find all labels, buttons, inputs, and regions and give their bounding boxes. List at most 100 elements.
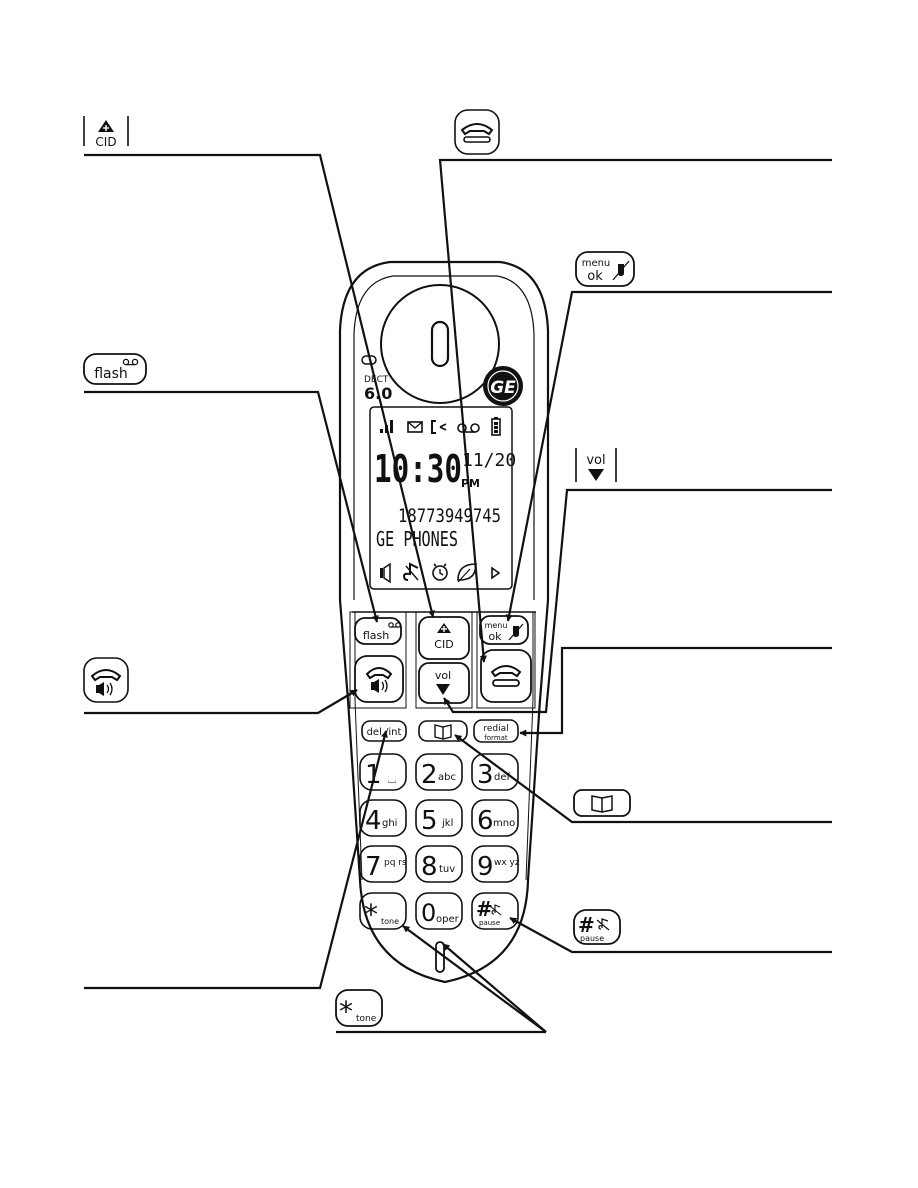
ringer-off-icon xyxy=(402,562,419,581)
key-8[interactable]: 8 tuv xyxy=(415,845,463,883)
lcd-ampm: PM xyxy=(461,477,480,490)
ok-key-label: ok xyxy=(488,630,502,643)
alarm-clock-icon xyxy=(432,563,448,581)
key-letters: pause xyxy=(479,919,500,927)
leader-vol xyxy=(443,488,832,714)
phone-icon xyxy=(365,667,393,680)
redial-format-key[interactable]: redial format xyxy=(473,719,519,743)
key-digit: 1 xyxy=(365,760,382,790)
key-digit: 4 xyxy=(365,806,382,836)
callout-cid-icon: CID xyxy=(83,116,129,149)
key-2[interactable]: 2 abc xyxy=(415,753,463,791)
key-9[interactable]: 9 wx yz xyxy=(471,845,520,883)
ringer-off-icon xyxy=(596,918,610,931)
flash-key[interactable]: flash xyxy=(354,617,402,645)
callout-star-glyph: * xyxy=(339,995,353,1028)
key-7[interactable]: 7 pq rs xyxy=(359,845,407,883)
end-call-bar-icon xyxy=(492,679,520,687)
leader-end-call xyxy=(438,158,832,663)
callout-pause-label: pause xyxy=(580,934,604,943)
leader-menu-ok xyxy=(505,290,832,622)
leader-cid xyxy=(84,153,435,618)
end-call-bar-icon xyxy=(463,136,491,143)
key-digit: 0 xyxy=(421,899,436,927)
leader-tone-2 xyxy=(442,943,547,1033)
key-1[interactable]: 1 ⌴ xyxy=(359,753,407,791)
lcd-screen: 10:30 11/20 PM 18773949745 GE PHONES xyxy=(369,406,516,590)
battery-icon xyxy=(491,417,501,436)
key-letters: tuv xyxy=(439,864,455,875)
leader-del-int xyxy=(84,730,388,990)
speaker-icon xyxy=(96,682,113,696)
callout-cid-label: CID xyxy=(95,135,116,149)
key-pound-pause[interactable]: # pause xyxy=(471,892,519,930)
mute-icon xyxy=(508,623,524,641)
key-letters: pq rs xyxy=(384,858,407,868)
phone-handset-status-icon xyxy=(431,420,447,434)
key-star-tone[interactable]: * tone xyxy=(359,892,407,931)
voicemail-icon xyxy=(388,622,401,628)
mute-icon xyxy=(612,260,630,281)
leader-pause xyxy=(509,917,832,954)
down-arrow-icon xyxy=(588,469,604,481)
eco-leaf-icon xyxy=(457,563,477,583)
envelope-icon xyxy=(407,421,423,433)
callout-ok-label: ok xyxy=(587,269,603,284)
key-letters: ghi xyxy=(382,818,397,829)
leader-speakerphone xyxy=(84,689,358,715)
speakerphone-key[interactable] xyxy=(354,655,404,703)
ge-logo: GE xyxy=(483,366,523,406)
callout-end-call-icon xyxy=(454,109,500,155)
key-letters: jkl xyxy=(441,818,453,829)
key-digit: 3 xyxy=(477,760,494,790)
key-digit: * xyxy=(364,898,378,931)
leader-lines xyxy=(84,153,832,1034)
key-letters: abc xyxy=(438,772,456,783)
end-call-key[interactable] xyxy=(480,649,532,703)
leader-redial xyxy=(519,646,832,737)
key-letters: wx yz xyxy=(494,858,520,868)
cid-key[interactable]: CID xyxy=(418,616,470,660)
callout-flash-label: flash xyxy=(94,366,128,382)
callout-menu-ok-icon: menu ok xyxy=(575,251,635,287)
down-arrow-icon xyxy=(436,684,450,695)
voicemail-icon xyxy=(457,423,480,433)
ge-logo-text: GE xyxy=(490,378,516,398)
key-letters: tone xyxy=(381,917,399,926)
keypad: 1 ⌴ 2 abc 3 def 4 ghi 5 jkl 6 mno xyxy=(359,753,520,931)
callout-pound-glyph: # xyxy=(578,913,595,937)
ringer-off-icon xyxy=(489,904,502,916)
key-0-oper[interactable]: 0 oper xyxy=(415,892,463,930)
menu-key-label: menu xyxy=(485,621,508,630)
menu-ok-key[interactable]: menu ok xyxy=(479,615,529,645)
key-6[interactable]: 6 mno xyxy=(471,799,519,837)
key-digit: # xyxy=(476,897,493,921)
key-3[interactable]: 3 def xyxy=(471,753,519,791)
callout-phonebook-icon xyxy=(573,789,631,817)
lcd-caller-number: 18773949745 xyxy=(398,505,501,527)
phonebook-key[interactable] xyxy=(418,720,468,742)
vol-key-label: vol xyxy=(435,669,451,682)
book-icon xyxy=(591,795,613,813)
callout-pause-icon: # pause xyxy=(573,909,621,945)
vol-down-key[interactable]: vol xyxy=(418,662,470,704)
key-4[interactable]: 4 ghi xyxy=(359,799,407,837)
dect-label: DECT xyxy=(364,375,389,385)
lcd-date: 11/20 xyxy=(462,450,516,471)
callout-vol-icon: vol xyxy=(575,448,617,482)
callout-tone-icon: * tone xyxy=(335,989,383,1028)
callout-menu-label: menu xyxy=(582,258,611,269)
cid-key-label: CID xyxy=(434,638,453,651)
callout-speakerphone-icon xyxy=(83,657,129,703)
key-digit: 5 xyxy=(421,806,438,836)
key-5[interactable]: 5 jkl xyxy=(415,799,463,837)
callout-flash-icon: flash xyxy=(83,353,147,385)
voicemail-icon xyxy=(122,358,139,366)
flash-key-label: flash xyxy=(363,629,389,642)
format-key-label: format xyxy=(484,734,508,742)
redial-key-label: redial xyxy=(483,724,508,734)
callout-vol-label: vol xyxy=(586,453,605,468)
phone-icon xyxy=(90,669,122,682)
speaker-status-icon xyxy=(380,562,391,584)
